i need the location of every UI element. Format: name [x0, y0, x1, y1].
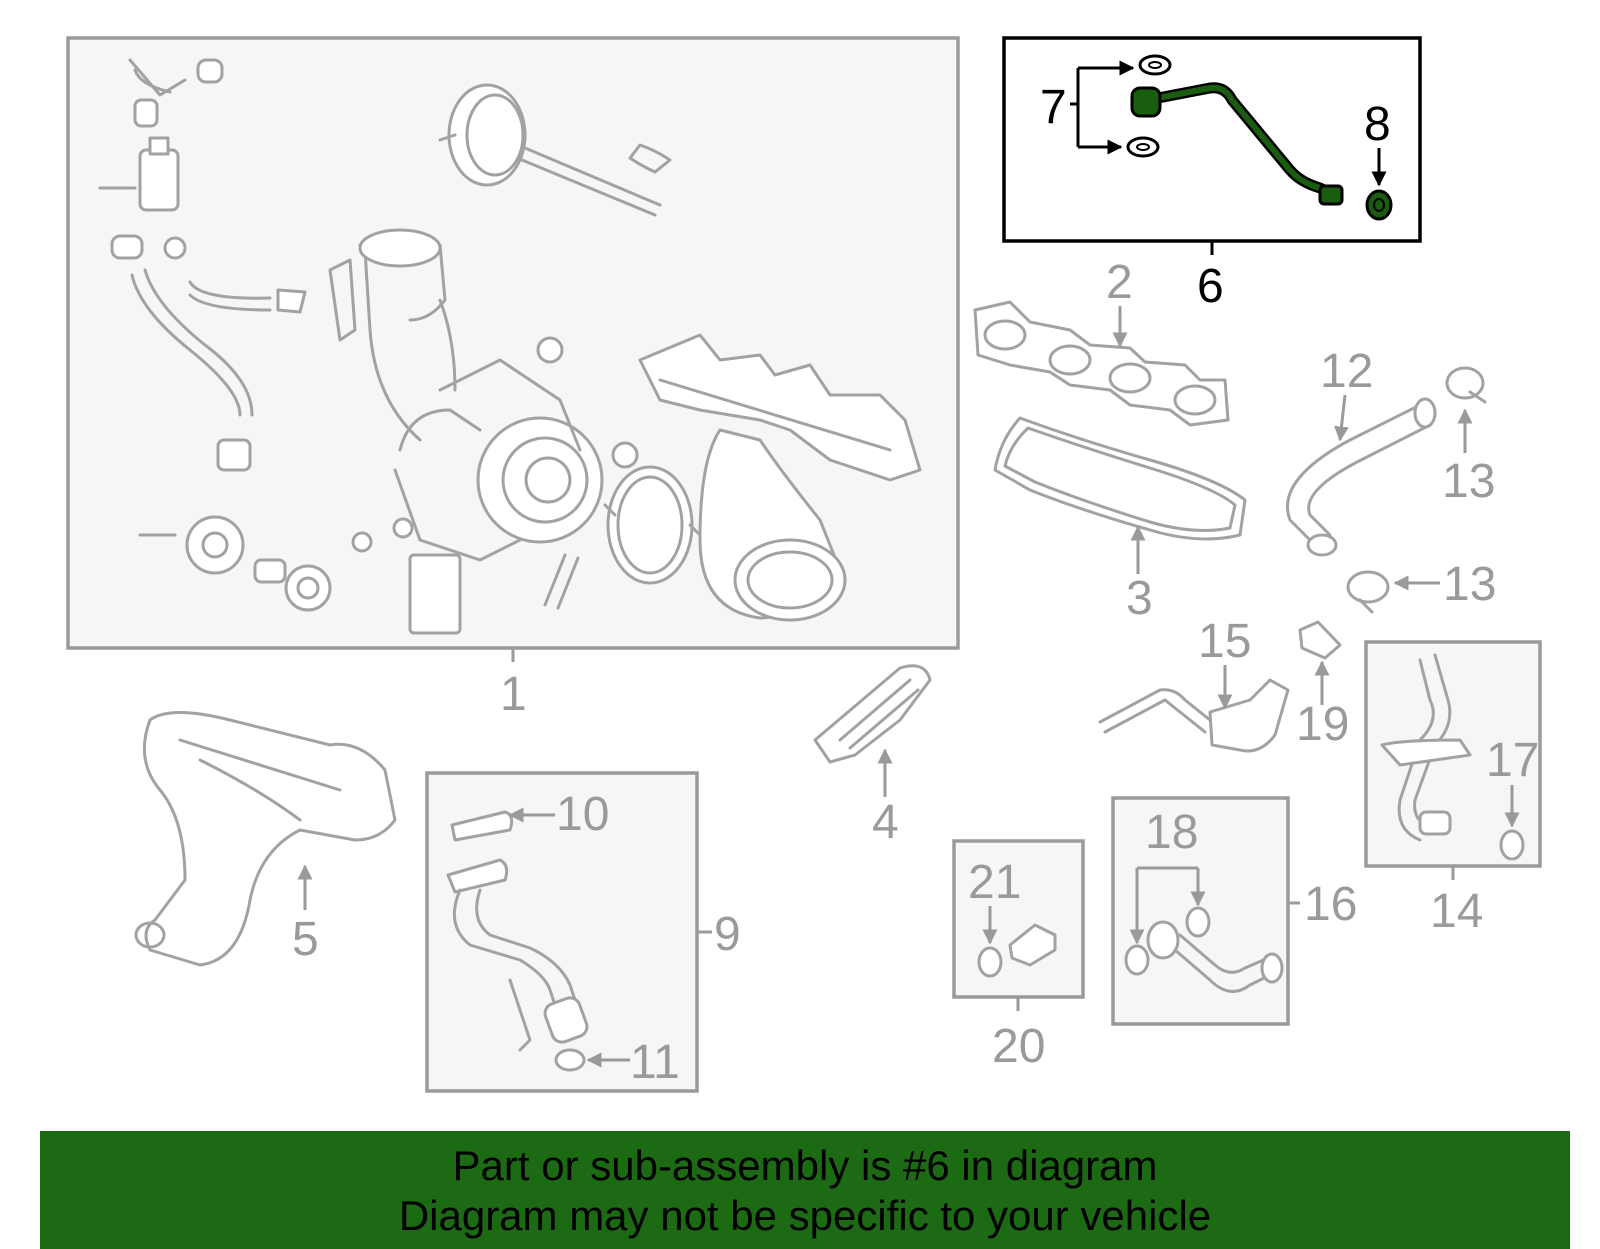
- callout-6: 6: [1197, 260, 1224, 313]
- part-20-sensor-drawing: [977, 923, 1057, 978]
- callout-5: 5: [292, 913, 319, 966]
- part-5-heat-shield-drawing: [134, 711, 397, 967]
- callout-16: 16: [1304, 878, 1357, 931]
- banner-line-1: Part or sub-assembly is #6 in diagram: [452, 1142, 1158, 1189]
- part-6-oil-feed-pipe-drawing: [1126, 54, 1393, 221]
- callout-15: 15: [1198, 615, 1251, 668]
- part-19-clip-drawing: [1298, 620, 1342, 660]
- box-part-6: [1002, 36, 1422, 243]
- part-16-coolant-pipe-drawing: [1124, 906, 1284, 993]
- callout-4: 4: [872, 796, 899, 849]
- part-13-clamp-lower-drawing: [1346, 570, 1390, 614]
- callout-13-lower: 13: [1443, 558, 1496, 611]
- part-3-gasket-drawing: [993, 416, 1247, 541]
- callout-17: 17: [1486, 734, 1539, 787]
- part-14-coolant-pipe-drawing: [1380, 653, 1525, 861]
- part-2-gasket-drawing: [973, 300, 1230, 427]
- callout-20: 20: [992, 1020, 1045, 1073]
- callout-9: 9: [714, 908, 741, 961]
- part-15-pipe-drawing: [1098, 678, 1290, 753]
- box-part-20: [952, 839, 1085, 999]
- callout-2: 2: [1106, 256, 1133, 309]
- callout-7: 7: [1040, 81, 1067, 134]
- callout-10: 10: [556, 788, 609, 841]
- callout-18: 18: [1145, 806, 1198, 859]
- info-banner: Part or sub-assembly is #6 in diagram Di…: [40, 1131, 1570, 1249]
- callout-14: 14: [1430, 885, 1483, 938]
- callout-11: 11: [630, 1036, 680, 1089]
- part-13-clamp-upper-drawing: [1445, 366, 1487, 404]
- turbocharger-assembly-drawing: [98, 58, 922, 635]
- callout-13-upper: 13: [1442, 455, 1495, 508]
- part-4-heat-shield-drawing: [813, 664, 932, 764]
- callout-3: 3: [1126, 572, 1153, 625]
- part-9-oil-return-pipe-drawing: [446, 810, 589, 1072]
- banner-line-2: Diagram may not be specific to your vehi…: [398, 1192, 1212, 1239]
- part-12-hose-drawing: [1286, 397, 1437, 557]
- callout-21: 21: [968, 856, 1021, 909]
- callout-12: 12: [1320, 345, 1373, 398]
- callout-1: 1: [500, 668, 527, 721]
- callout-19: 19: [1296, 698, 1349, 751]
- callout-8: 8: [1364, 98, 1391, 151]
